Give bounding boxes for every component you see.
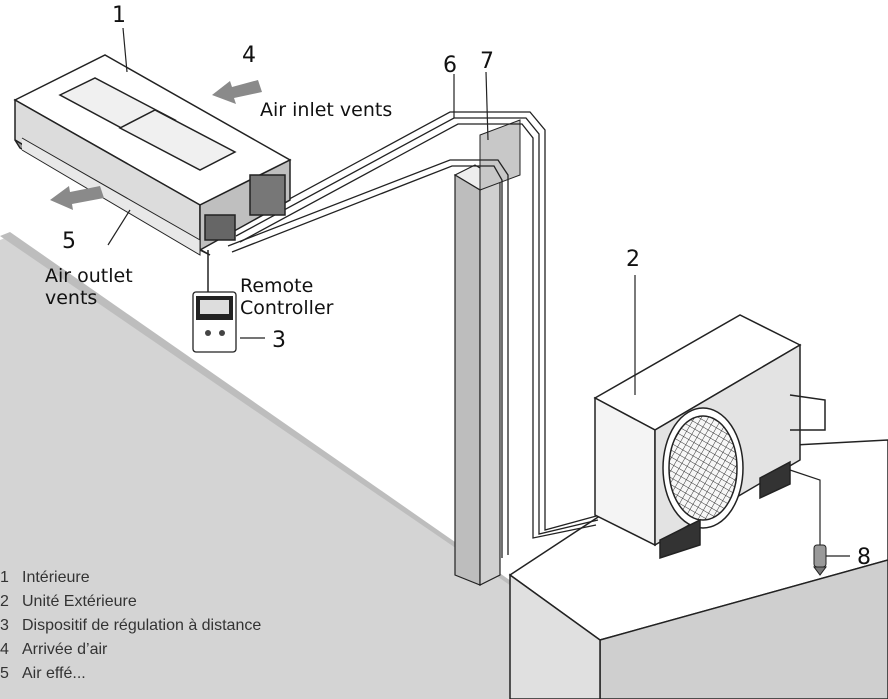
callout-6: 6 — [443, 53, 457, 78]
wall — [453, 119, 521, 586]
callout-1: 1 — [112, 3, 126, 28]
leader-lines — [107, 27, 850, 557]
remote-label-line2: Controller — [240, 297, 334, 319]
callout-8: 8 — [857, 545, 871, 570]
refrigerant-pipes — [227, 111, 601, 558]
remote-label-line1: Remote — [240, 275, 313, 297]
callout-7: 7 — [480, 49, 494, 74]
air-inlet-arrow — [212, 80, 262, 104]
callout-5: 5 — [62, 229, 76, 254]
air-inlet-label: Air inlet vents — [260, 99, 392, 121]
air-outlet-arrow — [50, 186, 104, 210]
remote-controller — [192, 250, 265, 353]
callout-4: 4 — [242, 43, 256, 68]
callout-3: 3 — [272, 328, 286, 353]
outdoor-unit — [593, 314, 826, 560]
air-outlet-label-line2: vents — [45, 287, 97, 309]
callout-2: 2 — [626, 247, 640, 272]
indoor-unit — [13, 54, 292, 256]
air-outlet-label-line1: Air outlet — [45, 265, 133, 287]
ground-slab — [0, 232, 590, 699]
